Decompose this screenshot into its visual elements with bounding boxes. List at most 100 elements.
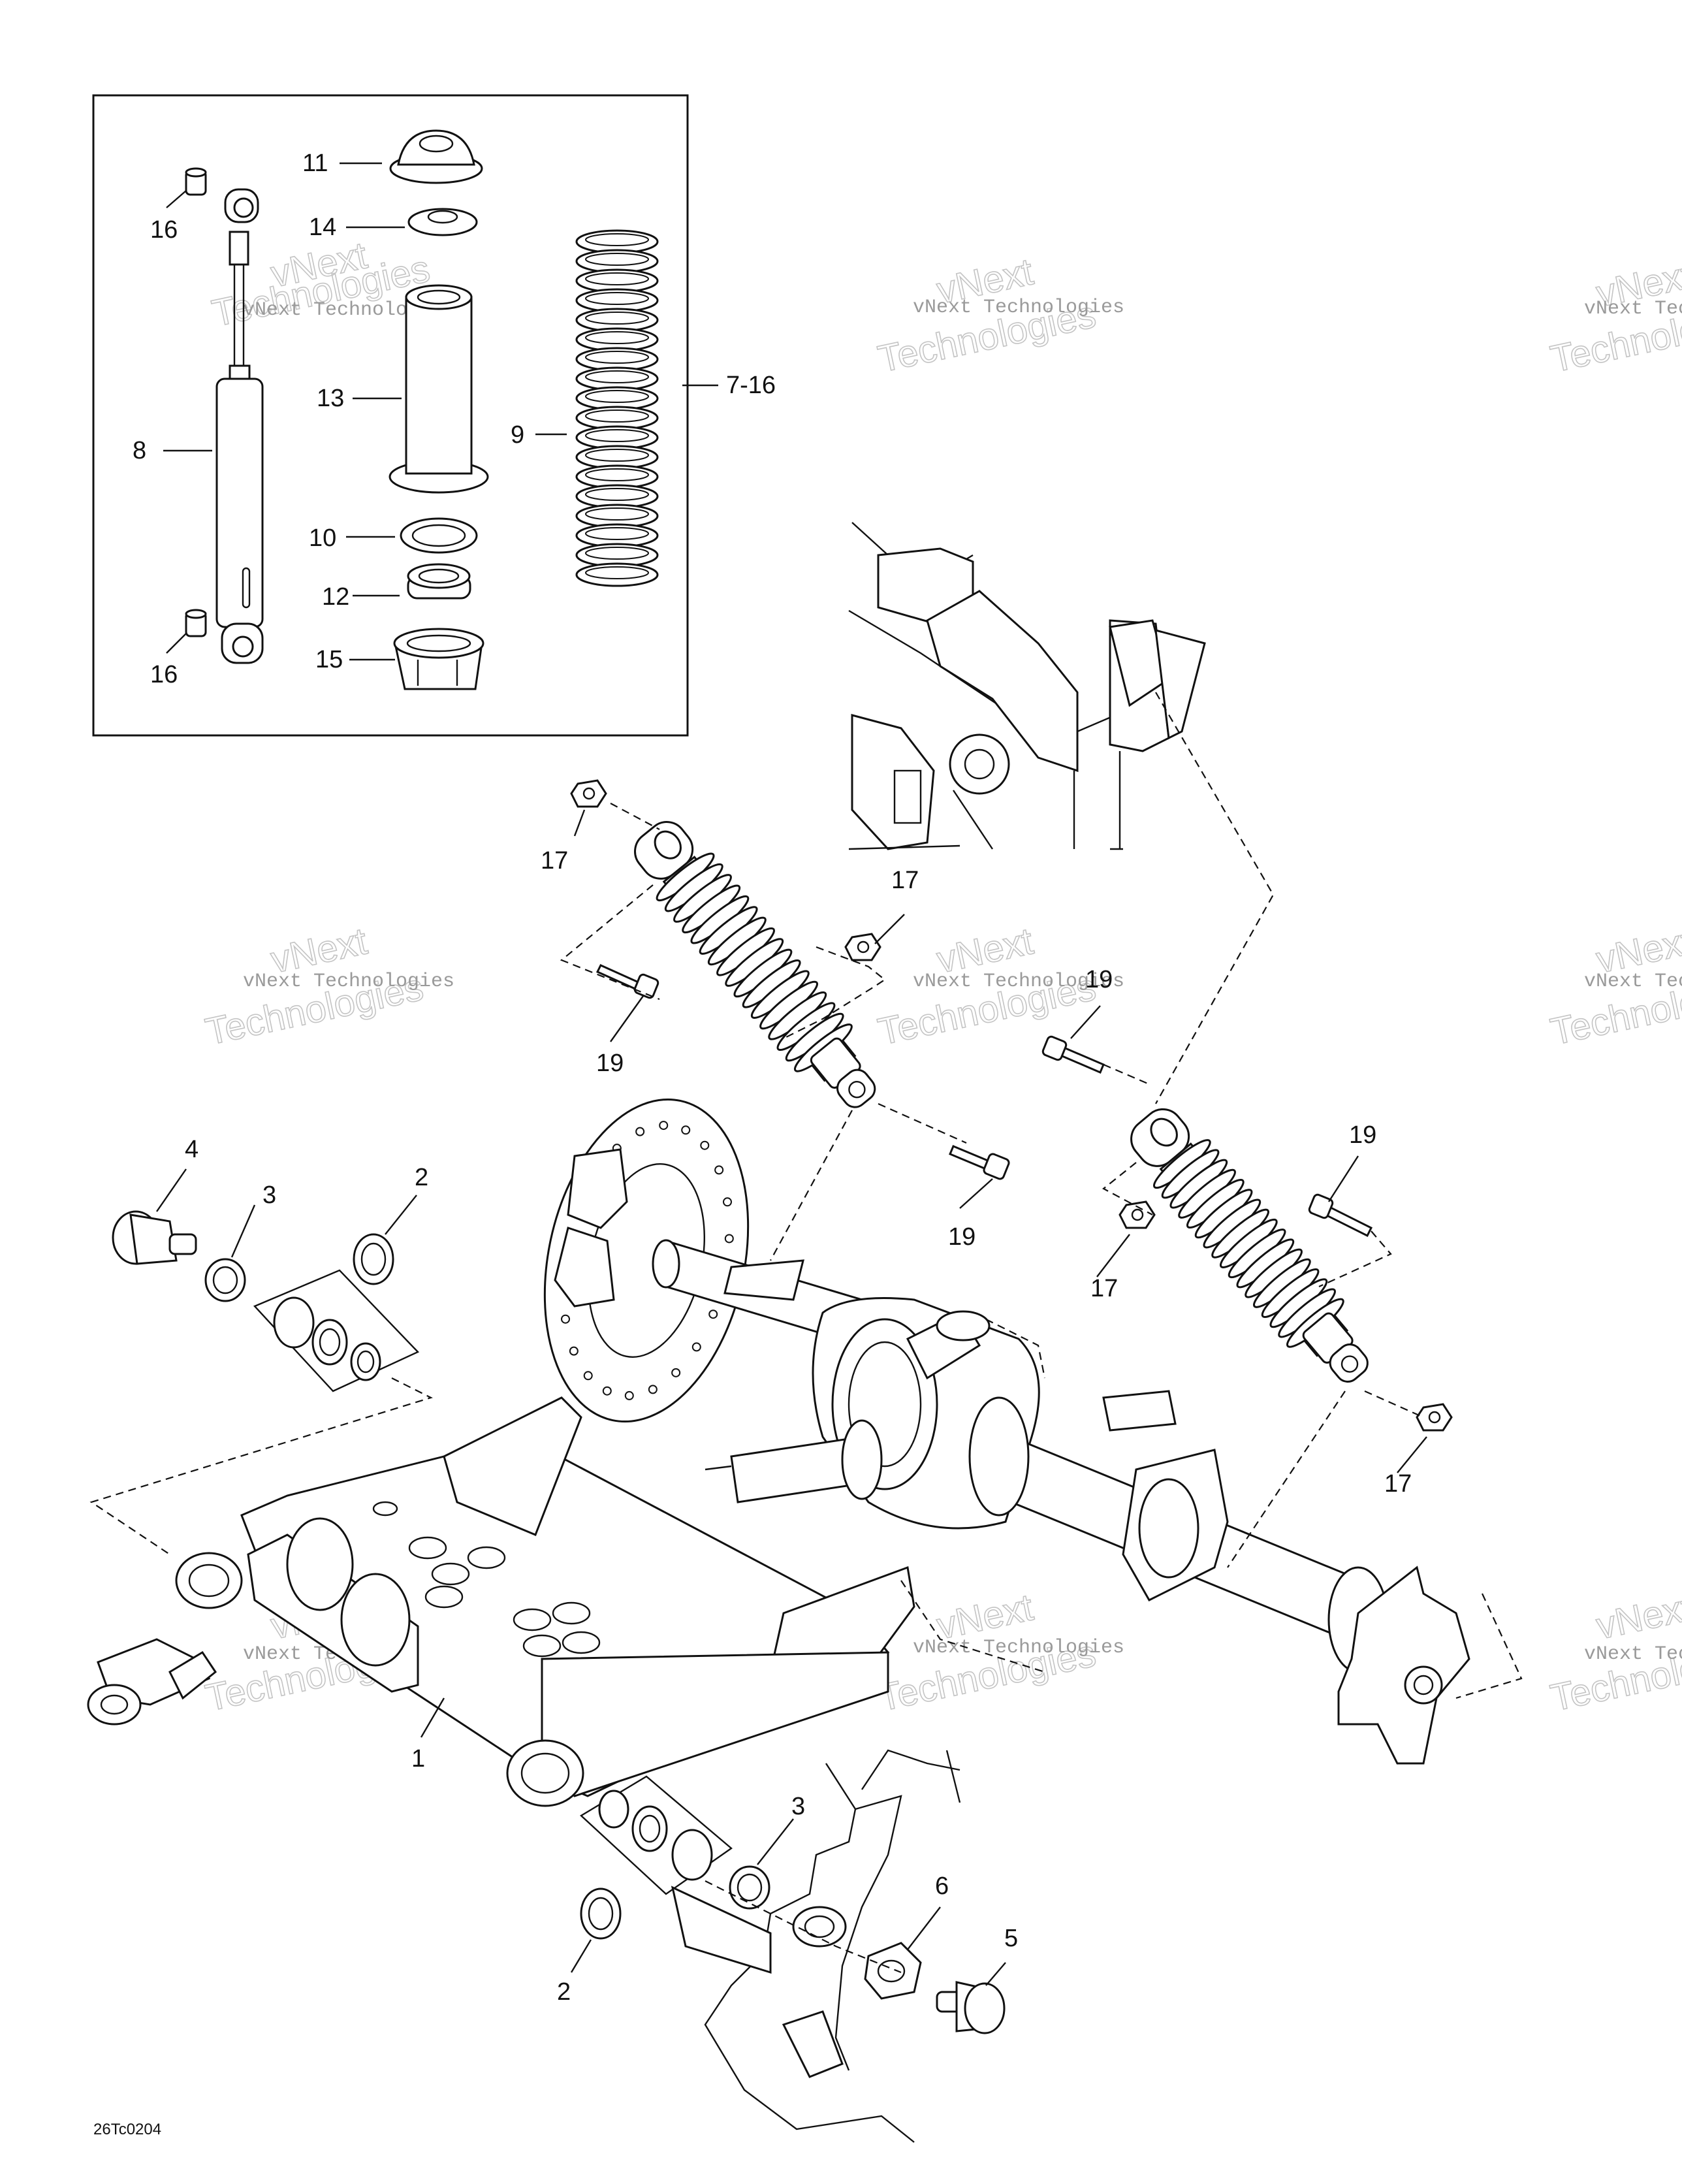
svg-text:vNext Technologies: vNext Technologies [913, 971, 1124, 993]
label-19-c: 19 [948, 1223, 976, 1251]
label-17-a: 17 [541, 847, 568, 875]
leader-3-left [230, 1204, 256, 1258]
nut-17-d [1416, 1403, 1453, 1432]
leader-19-a [610, 995, 644, 1042]
brake-caliper [554, 1148, 628, 1308]
bearing-set-left [253, 1269, 420, 1392]
svg-text:vNext: vNext [1593, 1586, 1682, 1647]
leader-2-right [570, 1939, 592, 1973]
nut-17-b [844, 933, 881, 961]
label-2-right: 2 [557, 1978, 571, 2006]
label-12: 12 [322, 583, 349, 611]
label-17-b: 17 [891, 867, 919, 894]
dash-shock-a-bracket [560, 884, 660, 1001]
label-3-left: 3 [262, 1181, 276, 1209]
bearing-2-left [353, 1233, 394, 1285]
label-2-left: 2 [415, 1164, 428, 1191]
watermark-top-center: Technologies vNext vNext Technologies [874, 250, 1124, 381]
label-16-top: 16 [150, 216, 178, 244]
wheel-hub [1337, 1566, 1470, 1765]
swing-arm-1 [175, 1396, 915, 1807]
dash-shock-a-to-axle [770, 1110, 853, 1261]
dash-disc-lower [900, 1580, 1045, 1673]
dash-hub-right [1455, 1593, 1523, 1699]
dash-shock-b-lower [1364, 1390, 1424, 1419]
pivot-bolt-5 [936, 1981, 1006, 2034]
svg-text:vNext Technologies: vNext Technologies [913, 297, 1124, 319]
vehicle-frame [848, 522, 1206, 850]
inset-frame [92, 94, 689, 737]
leader-3-right [757, 1818, 794, 1865]
seal-3-left [204, 1258, 246, 1302]
label-9: 9 [511, 421, 524, 449]
label-11: 11 [302, 150, 328, 177]
leader-17-b [874, 914, 905, 944]
label-10: 10 [309, 524, 336, 552]
rear-axle-tube [652, 1239, 863, 1347]
dash-frame-to-shock-b [1155, 692, 1275, 1104]
brake-disc [543, 1098, 750, 1423]
leader-5 [985, 1962, 1006, 1986]
leader-1 [420, 1697, 445, 1738]
bolt-19-b [1041, 1035, 1105, 1074]
bolt-19-a [595, 964, 659, 999]
shock-assembly-left [634, 821, 876, 1108]
svg-text:vNext Technologies: vNext Technologies [1584, 298, 1682, 320]
watermark-mid-left: Technologies vNext vNext Technologies [201, 920, 454, 1054]
bearing-set-right [580, 1775, 733, 1895]
nut-17-c [1119, 1200, 1156, 1229]
svg-text:vNext Technologies: vNext Technologies [1584, 1643, 1682, 1665]
leader-16-top [166, 190, 187, 208]
label-14: 14 [309, 214, 336, 241]
leader-19-b [1070, 1005, 1101, 1039]
shock-absorber-8 [215, 188, 264, 664]
label-13: 13 [317, 385, 344, 412]
universal-joint [87, 1638, 217, 1726]
bearing-2-right [580, 1887, 622, 1940]
label-17-c: 17 [1090, 1275, 1118, 1302]
label-7-16: 7-16 [726, 372, 776, 399]
svg-text:vNext Technologies: vNext Technologies [243, 971, 454, 993]
dash-shock-a-axle [878, 1102, 967, 1144]
dash-shock-b-to-axle [1227, 1390, 1346, 1568]
protector-boot-13 [389, 284, 489, 494]
watermark-low-right: Technologies vNext vNext Technologies [1546, 1586, 1682, 1720]
dash-shock-a-lower [783, 946, 886, 1039]
leader-2-left [385, 1195, 417, 1235]
collar-12 [407, 563, 471, 600]
label-15: 15 [315, 646, 343, 673]
nut-17-a [570, 779, 607, 808]
label-19-d: 19 [1349, 1121, 1376, 1149]
bolt-19-c [949, 1145, 1010, 1180]
label-16-bottom: 16 [150, 661, 178, 688]
label-19-a: 19 [596, 1050, 624, 1077]
svg-text:vNext Technologies: vNext Technologies [913, 1637, 1124, 1659]
bolt-19-d [1308, 1193, 1373, 1238]
bushing-16-bottom [185, 609, 207, 637]
label-4: 4 [185, 1136, 198, 1163]
dash-bolt-b [1103, 1063, 1150, 1085]
spring-adjuster-15 [393, 628, 484, 690]
leader-19-d [1327, 1155, 1359, 1202]
ring-10 [400, 517, 478, 554]
bushing-16-top [185, 167, 207, 196]
frame-bracket-lower [671, 1749, 961, 2143]
label-1: 1 [411, 1745, 425, 1773]
half-washer-14 [407, 208, 478, 236]
label-5: 5 [1004, 1925, 1018, 1952]
coil-spring-9 [575, 229, 659, 587]
leader-4 [156, 1168, 187, 1212]
label-8: 8 [133, 437, 146, 464]
dash-shock-b-side [1318, 1230, 1392, 1288]
leader-16-bottom [166, 633, 187, 654]
label-19-b: 19 [1085, 966, 1113, 993]
watermark-mid-right: Technologies vNext vNext Technologies [1546, 920, 1682, 1054]
label-3-right: 3 [791, 1793, 805, 1820]
watermark-top-left: Technologies vNext vNext Technologies [208, 234, 454, 336]
shock-assembly-right [1130, 1108, 1369, 1383]
leader-19-c [959, 1178, 993, 1209]
leader-17-c [1096, 1234, 1130, 1277]
svg-text:vNext Technologies: vNext Technologies [1584, 971, 1682, 993]
label-6: 6 [935, 1872, 949, 1900]
